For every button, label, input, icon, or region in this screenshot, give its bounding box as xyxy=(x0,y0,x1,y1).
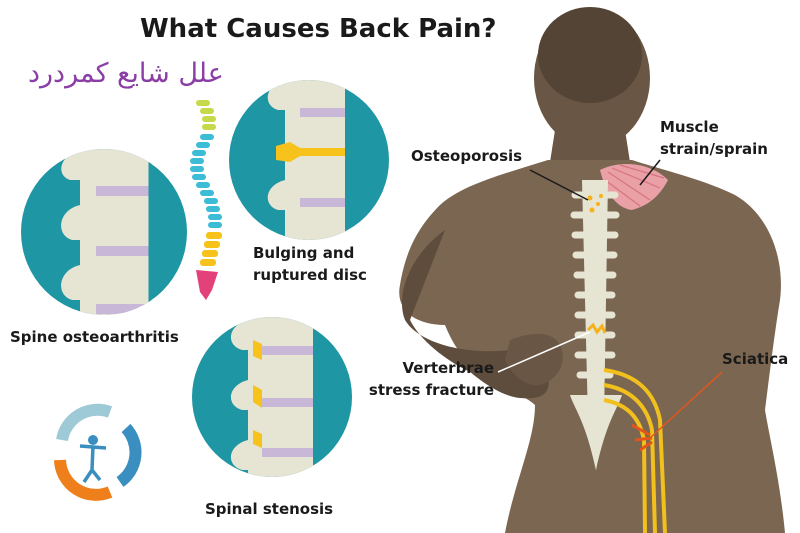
muscle-strain-area xyxy=(600,164,668,210)
bulging-disc-illustration xyxy=(229,80,389,240)
label-muscle-line1: Muscle xyxy=(660,118,719,136)
label-muscle-strain: Muscle strain/sprain xyxy=(660,116,768,160)
page-subtitle: علل شایع کمردرد xyxy=(28,58,224,89)
osteoporosis-marks xyxy=(587,194,603,213)
page-title: What Causes Back Pain? xyxy=(140,14,497,44)
label-bulging-disc: Bulging and ruptured disc xyxy=(253,242,367,286)
label-bulging-line2: ruptured disc xyxy=(253,266,367,284)
label-fracture-line2: stress fracture xyxy=(368,381,494,399)
body-spine xyxy=(570,180,622,470)
sciatica-mark xyxy=(631,423,653,452)
fracture-mark xyxy=(586,322,607,335)
label-vertebrae-fracture: Verterbrae stress fracture xyxy=(366,357,494,401)
label-spinal-stenosis: Spinal stenosis xyxy=(205,500,334,518)
label-osteoporosis: Osteoporosis xyxy=(411,147,523,165)
label-bulging-line1: Bulging and xyxy=(253,244,355,262)
label-spine-osteoarthritis: Spine osteoarthritis xyxy=(10,328,179,346)
human-back-figure xyxy=(399,7,785,533)
spinal-stenosis-illustration xyxy=(192,317,352,477)
spine-colored-icon xyxy=(190,100,222,300)
label-sciatica: Sciatica xyxy=(722,350,789,368)
clinic-logo-icon xyxy=(54,403,142,501)
label-muscle-line2: strain/sprain xyxy=(660,140,768,158)
label-fracture-line1: Verterbrae xyxy=(402,359,494,377)
osteoarthritis-illustration xyxy=(21,149,187,315)
